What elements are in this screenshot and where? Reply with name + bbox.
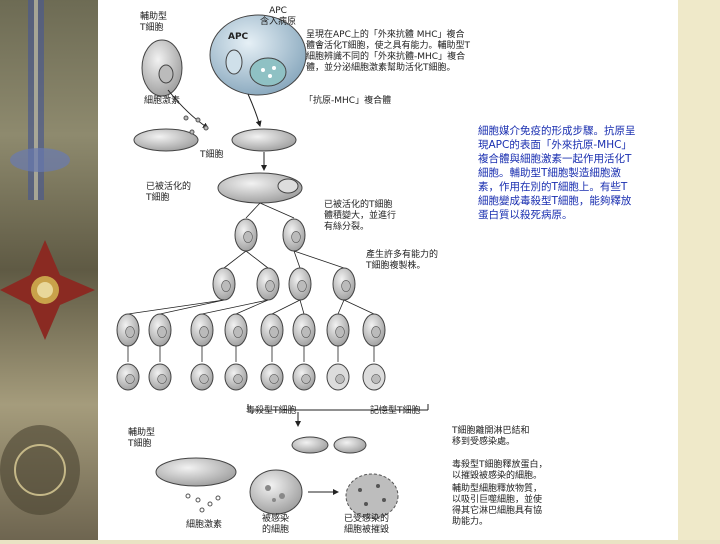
activated-t-label: 已被活化的 T細胞 [146, 182, 192, 203]
cytotoxic-t-cell-1-nucleus [157, 374, 167, 384]
infected-cell [249, 469, 303, 515]
clones-explanation: 產生許多有能力的 T細胞複製株。 [366, 250, 439, 271]
clone-cell-l2-2-nucleus [297, 280, 307, 292]
memory-t-cell-6-nucleus [335, 374, 345, 384]
t-cell-activation-diagram [116, 14, 429, 519]
cytotoxic-t-cell-3-nucleus [233, 374, 243, 384]
helper-note: 輔助型細胞釋放物質， 以吸引巨噬細胞，並使 得其它淋巴細胞具有協 助能力。 [452, 484, 543, 527]
clone-cell-l3-5-nucleus [301, 326, 311, 338]
memory-t-label: 記憶型T細胞 [370, 406, 421, 416]
destroyed-cell [345, 473, 399, 519]
clone-cell-l2-3-nucleus [341, 280, 351, 292]
cytotoxic-t-label: 毒殺型T細胞 [246, 406, 297, 416]
clone-tree [116, 202, 386, 391]
clone-cell-l3-3-nucleus [233, 326, 243, 338]
cytotoxic-t-cell-4-nucleus [269, 374, 279, 384]
enlarge-explanation: 已被活化的T細胞 體積變大，並進行 有絲分裂。 [324, 200, 397, 232]
clone-cell-l2-1-nucleus [265, 280, 275, 292]
t-cell-pair-top [133, 115, 297, 152]
cytokine-label-bottom: 細胞激素 [186, 520, 223, 530]
helper-t-cell-top [141, 39, 183, 97]
memory-t-cell-7-nucleus [371, 374, 381, 384]
destroyed-cell-label: 已受感染的 細胞被摧毀 [344, 514, 390, 535]
cytotoxic-note: 毒殺型T細胞釋放蛋白， 以摧毀被感染的細胞。 [452, 460, 548, 481]
cytokine-label-top: 細胞激素 [144, 96, 181, 106]
cytotoxic-t-cell-0-nucleus [125, 374, 135, 384]
infected-cell-label: 被感染 的細胞 [262, 514, 290, 535]
clone-cell-l1-1-nucleus [291, 231, 301, 243]
clone-cell-l3-4-nucleus [269, 326, 279, 338]
medal-icon [0, 0, 95, 515]
clone-cell-l3-7-nucleus [371, 326, 381, 338]
clone-cell-l3-2-nucleus [199, 326, 209, 338]
helper-t-label-bottom: 輔助型 T細胞 [128, 428, 156, 449]
apc-label: APC 含入病原 [260, 6, 297, 27]
clone-cell-l3-1-nucleus [157, 326, 167, 338]
apc-cell [209, 14, 307, 96]
helper-t-cell-bottom [155, 457, 237, 513]
slide-content: 輔助型 T細胞 APC 含入病原 APC 呈現在APC上的「外來抗體 MHC」複… [98, 0, 678, 540]
clone-cell-l3-6-nucleus [335, 326, 345, 338]
decorative-frame-right [678, 0, 720, 540]
antigen-mhc-label: 「抗原-MHC」複合體 [304, 96, 392, 106]
decorative-medal-background [0, 0, 98, 540]
cytotoxic-t-cells-bottom [291, 436, 367, 454]
cytotoxic-t-cell-2-nucleus [199, 374, 209, 384]
clone-cell-l2-0-nucleus [221, 280, 231, 292]
cytotoxic-t-cell-5-nucleus [301, 374, 311, 384]
helper-t-label-top: 輔助型 T細胞 [140, 12, 168, 33]
apc-inner-label: APC [228, 32, 249, 42]
activated-t-cell [217, 172, 303, 204]
t-cell-label: T細胞 [200, 150, 224, 160]
present-explanation: 呈現在APC上的「外來抗體 MHC」複合 體會活化T細胞，使之具有能力。輔助型T… [306, 30, 470, 73]
clone-cell-l3-0-nucleus [125, 326, 135, 338]
summary-text: 細胞媒介免疫的形成步驟。抗原呈 現APC的表面「外來抗原-MHC」 複合體與細胞… [478, 125, 636, 221]
clone-cell-l1-0-nucleus [243, 231, 253, 243]
lymph-note: T細胞離開淋巴結和 移到受感染處。 [452, 426, 530, 447]
